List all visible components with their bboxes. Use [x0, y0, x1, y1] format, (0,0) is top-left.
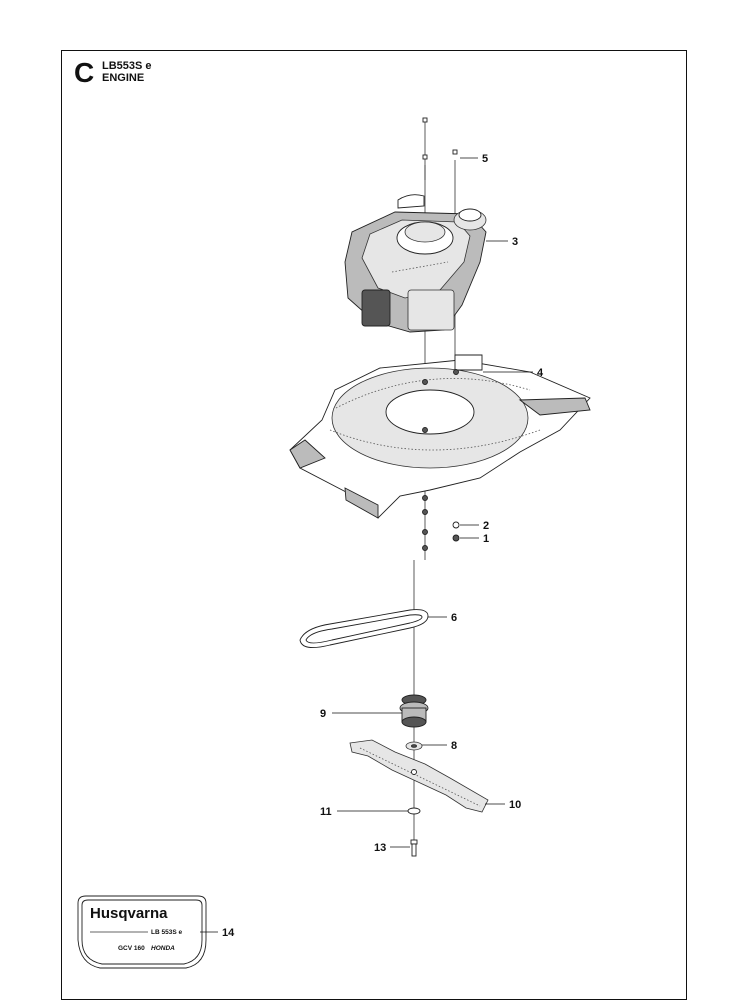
callout-6: 6 [451, 612, 457, 624]
callout-3: 3 [512, 236, 518, 248]
mounting-hardware [422, 495, 460, 551]
drive-belt [299, 609, 429, 649]
decal-brand: Husqvarna [90, 905, 168, 922]
engine [344, 194, 487, 333]
callout-11: 11 [320, 806, 332, 818]
diagram-frame [61, 50, 687, 1000]
pulley [399, 694, 429, 728]
callout-5: 5 [482, 153, 488, 165]
section-letter: C [74, 57, 95, 88]
callout-2: 2 [483, 520, 489, 532]
blade [349, 739, 489, 813]
section-title: ENGINE [102, 72, 145, 84]
decal: Husqvarna LB 553S e GCV 160 HONDA [77, 895, 207, 969]
nut [452, 534, 460, 542]
callout-4: 4 [537, 367, 544, 379]
mower-deck [289, 354, 591, 519]
callout-8: 8 [451, 740, 457, 752]
engine-bolts [422, 117, 458, 180]
decal-engine: GCV 160 [118, 945, 145, 952]
callout-9: 9 [320, 708, 326, 720]
bolt-washer [407, 807, 421, 815]
bolt-head [422, 154, 428, 160]
bolt-head [452, 149, 458, 155]
callout-10: 10 [509, 799, 521, 811]
callout-1: 1 [483, 533, 489, 545]
model-label: LB553S e [102, 60, 152, 72]
title-block: LB553S e ENGINE [102, 60, 152, 84]
bolt-head [422, 117, 428, 123]
washer [452, 521, 460, 529]
callout-13: 13 [374, 842, 386, 854]
blade-bolt [410, 839, 418, 857]
callout-14: 14 [222, 927, 235, 939]
decal-engine-brand: HONDA [151, 945, 175, 952]
decal-model: LB 553S e [151, 929, 182, 936]
